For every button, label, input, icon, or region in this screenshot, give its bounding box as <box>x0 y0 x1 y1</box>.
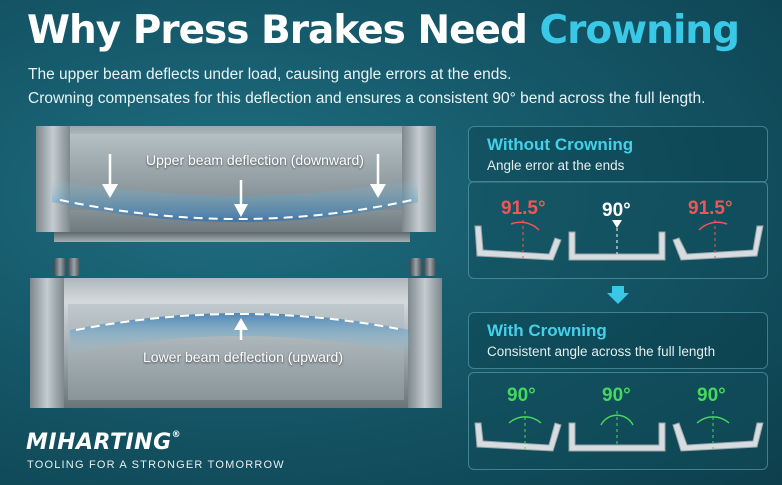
deflection-overlay <box>52 154 418 354</box>
intro-line-2: Crowning compensates for this deflection… <box>28 90 706 107</box>
lower-deflection-label: Lower beam deflection (upward) <box>143 349 343 365</box>
upper-tool-rail <box>54 232 410 242</box>
intro-line-1: The upper beam deflects under load, caus… <box>28 66 512 83</box>
without-crowning-title: Without Crowning <box>487 135 634 154</box>
with-crowning-title: With Crowning <box>487 321 607 340</box>
brand-tagline: TOOLING FOR A STRONGER TOMORROW <box>27 459 285 471</box>
brand-logo: MIHARTING® <box>26 430 181 455</box>
upper-beam <box>36 126 436 232</box>
angle-left-without: 91.5° <box>501 198 546 219</box>
bent-part-middle <box>568 411 666 452</box>
bend-sketches-with <box>474 411 764 452</box>
bend-sketches-without <box>474 220 764 261</box>
bent-part-right <box>672 411 764 452</box>
bolt <box>424 258 436 276</box>
angle-right-with: 90° <box>697 385 726 406</box>
brand-registered-mark: ® <box>171 430 182 440</box>
without-crowning-subtitle: Angle error at the ends <box>487 158 625 173</box>
bent-part-left <box>474 220 562 261</box>
upper-deflection-glow <box>52 178 418 222</box>
lower-beam-right-cheek <box>408 278 442 408</box>
title-accent: Crowning <box>539 8 740 53</box>
bent-part-right <box>672 220 764 261</box>
upper-deflection-curve <box>59 199 413 220</box>
down-arrow-icons <box>102 154 386 217</box>
without-crowning-bends: 91.5° 90° 91.5° <box>468 181 768 279</box>
press-brake-illustration: Upper beam deflection (downward) Lower b… <box>0 118 460 418</box>
brand-name: MIHARTING <box>26 430 172 455</box>
bent-part-middle <box>568 220 666 261</box>
without-crowning-header: Without Crowning Angle error at the ends <box>468 126 768 183</box>
bolt <box>68 258 80 276</box>
bent-part-left <box>474 411 562 452</box>
with-crowning-header: With Crowning Consistent angle across th… <box>468 312 768 369</box>
up-arrow-icon <box>234 318 248 340</box>
lower-deflection-curve <box>75 313 405 331</box>
lower-beam-left-cheek <box>30 278 64 408</box>
angle-right-without: 91.5° <box>688 198 733 219</box>
with-crowning-bends: 90° 90° 90° <box>468 372 768 470</box>
bolt <box>410 258 422 276</box>
down-arrow-icon <box>607 286 629 304</box>
title-main: Why Press Brakes Need <box>27 8 540 53</box>
upper-beam-right-cheek <box>402 126 436 232</box>
bolt <box>54 258 66 276</box>
angle-middle-with: 90° <box>602 385 631 406</box>
with-crowning-subtitle: Consistent angle across the full length <box>487 344 716 359</box>
upper-deflection-label: Upper beam deflection (downward) <box>146 152 364 168</box>
page-title: Why Press Brakes Need Crowning <box>27 8 740 53</box>
angle-middle-without: 90° <box>602 200 631 221</box>
angle-left-with: 90° <box>507 385 536 406</box>
